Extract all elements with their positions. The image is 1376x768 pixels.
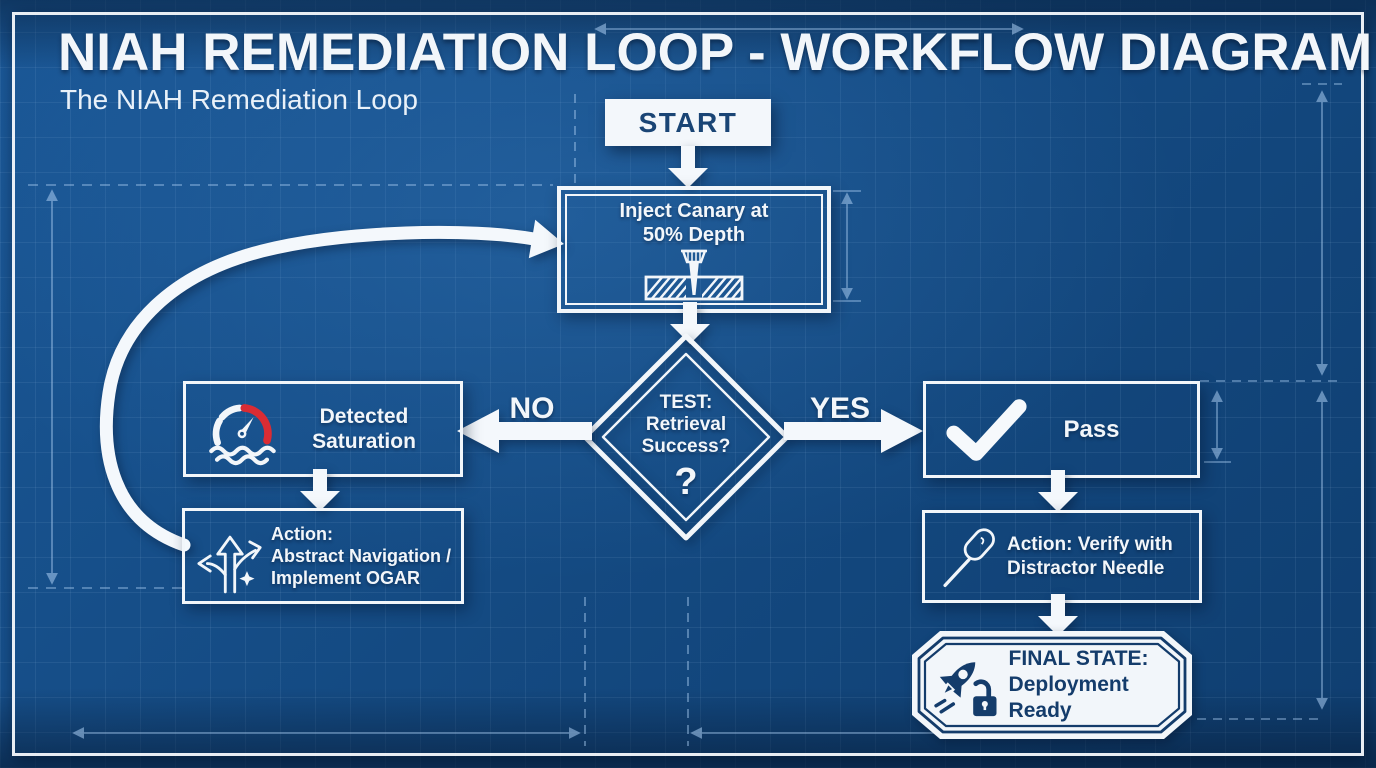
ogar-label-line3: Implement OGAR [271,568,421,588]
branching-paths-icon [197,535,262,594]
arrow-pass-to-verify [1038,470,1078,512]
verify-label-line2: Distractor Needle [1007,557,1165,579]
inject-canary-node: Inject Canary at 50% Depth [557,186,831,313]
start-label: START [638,106,738,138]
arrow-inject-to-decision [670,302,710,344]
ogar-action-node: Action: Abstract Navigation / Implement … [182,508,464,604]
decision-diamond-shape [582,333,790,541]
detected-saturation-node: Detected Saturation [183,381,463,477]
page-title: NIAH REMEDIATION LOOP - WORKFLOW DIAGRAM [58,23,1373,82]
final-label-line2: Deployment Ready [1008,673,1129,722]
inject-label-line2: 50% Depth [642,224,746,246]
saturation-label-line2: Saturation [312,430,416,453]
edge-label-yes: YES [809,392,871,425]
ogar-label-line2: Abstract Navigation / [271,546,452,566]
arrow-start-to-inject [668,146,708,188]
ogar-label-line1: Action: [271,524,333,544]
decision-label-line1: TEST: [659,392,713,413]
question-mark: ? [674,461,698,503]
decision-node: TEST: Retrieval Success? ? [601,392,771,502]
saturation-gauge-icon [209,404,276,466]
arrow-saturation-to-action [300,469,340,511]
saturation-label-line1: Detected [319,405,409,428]
final-state-node: FINAL STATE: Deployment Ready [910,629,1194,741]
canary-inject-icon [644,249,744,301]
arrow-yes-branch [784,409,923,453]
rocket-lock-icon [934,662,997,717]
pass-label: Pass [1063,415,1120,443]
page-subtitle: The NIAH Remediation Loop [60,84,418,115]
arrow-verify-to-final [1038,594,1078,636]
inject-label-line1: Inject Canary at [619,200,769,222]
start-node: START [605,99,771,146]
distractor-needle-icon [943,527,995,587]
edge-label-no: NO [509,392,555,425]
final-label-line1: FINAL STATE: [1008,647,1149,670]
decision-label-line2: Retrieval [645,414,727,435]
checkmark-icon [946,398,1027,461]
decision-label-line3: Success? [641,436,731,457]
arrow-no-branch [457,409,592,453]
pass-node: Pass [923,381,1200,478]
verify-action-node: Action: Verify with Distractor Needle [922,510,1202,603]
verify-label-line1: Action: Verify with [1007,533,1173,555]
